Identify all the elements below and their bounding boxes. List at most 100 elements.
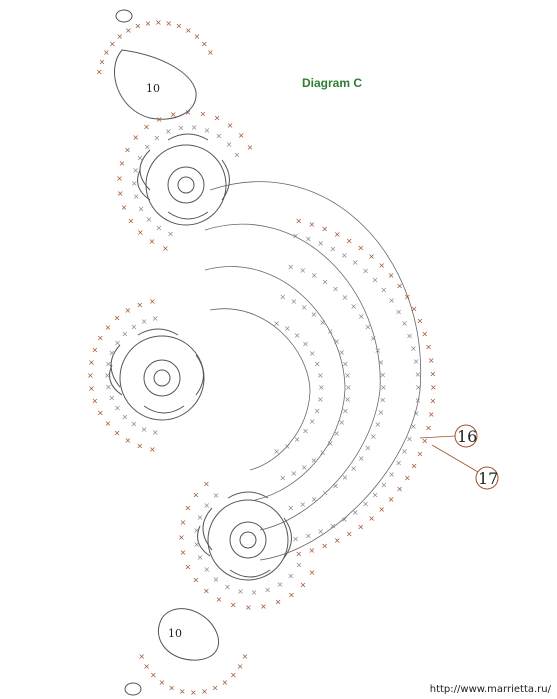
stitch-mark: × (138, 652, 145, 661)
row-17-marker (431, 444, 499, 490)
stitch-mark: × (109, 348, 116, 357)
stitch-mark: × (294, 435, 301, 444)
stitch-mark: × (191, 123, 198, 132)
stitch-mark: × (305, 531, 312, 540)
stitch-mark: × (176, 22, 183, 31)
stitch-mark: × (125, 436, 132, 445)
stitch-mark: × (105, 419, 112, 428)
stitch-mark: × (322, 277, 329, 286)
stitch-mark: × (338, 348, 345, 357)
stitch-mark: × (329, 244, 336, 253)
stitch-mark: × (227, 121, 234, 130)
stitch-mark: × (319, 318, 326, 327)
stitch-mark: × (294, 331, 301, 340)
stitch-mark: × (350, 302, 357, 311)
stitch-mark: × (341, 515, 348, 524)
stitch-mark: × (207, 48, 214, 57)
stitch-mark: × (357, 522, 364, 531)
stitch-mark: × (234, 151, 241, 160)
stitch-mark: × (128, 216, 135, 225)
stitch-mark: × (317, 371, 324, 380)
stitch-mark: × (370, 334, 377, 343)
stitch-mark: × (287, 504, 294, 513)
stitch-mark: × (143, 123, 150, 132)
stitch-mark: × (372, 276, 379, 285)
stitch-mark: × (413, 409, 420, 418)
stitch-mark: × (121, 203, 128, 212)
stitch-mark: × (237, 587, 244, 596)
stitch-mark: × (122, 329, 129, 338)
stitch-mark: × (197, 553, 204, 562)
stitch-mark: × (292, 231, 299, 240)
fan-rows (204, 181, 422, 561)
stitch-mark: × (242, 652, 249, 661)
stitch-mark: × (117, 189, 124, 198)
stitch-mark: × (185, 563, 192, 572)
stitch-mark: × (155, 224, 162, 233)
stitch-mark: × (170, 110, 177, 119)
stitch-mark: × (145, 19, 152, 28)
stitch-mark: × (131, 420, 138, 429)
stitch-mark: × (149, 445, 156, 454)
stitch-mark: × (273, 447, 280, 456)
stitch-mark: × (292, 535, 299, 544)
stitch-mark: × (318, 383, 325, 392)
stitch-mark: × (305, 235, 312, 244)
bottom-leaf (124, 608, 219, 696)
stitch-mark: × (150, 671, 157, 680)
stitch-mark: × (288, 590, 295, 599)
stitch-mark: × (404, 293, 411, 302)
stitch-mark: × (342, 473, 349, 482)
stitch-mark: × (370, 432, 377, 441)
stitch-mark: × (429, 397, 436, 406)
stitch-mark: × (197, 513, 204, 522)
stitch-mark: × (99, 57, 106, 66)
stitch-mark: × (406, 331, 413, 340)
stitch-mark: × (357, 244, 364, 253)
stitch-mark: × (185, 26, 192, 35)
stitch-mark: × (344, 395, 351, 404)
stitch-mark: × (327, 327, 334, 336)
stitch-mark: × (105, 323, 112, 332)
stitch-mark: × (275, 598, 282, 607)
stitch-mark: × (273, 319, 280, 328)
stitch-mark: × (224, 583, 231, 592)
stitch-mark: × (134, 22, 141, 31)
stitch-mark: × (296, 561, 303, 570)
stitch-mark: × (152, 314, 159, 323)
stitch-mark: × (309, 546, 316, 555)
stitch-mark: × (125, 306, 132, 315)
stitch-mark: × (199, 109, 206, 118)
stitch-mark: × (378, 261, 385, 270)
stitch-mark: × (338, 418, 345, 427)
stitch-mark: × (374, 346, 381, 355)
stitch-mark: × (368, 252, 375, 261)
stitch-mark: × (264, 586, 271, 595)
stitch-mark: × (319, 448, 326, 457)
flower-middle (109, 328, 205, 421)
stitch-mark: × (216, 132, 223, 141)
stitch-mark: × (309, 417, 316, 426)
flower-bottom (197, 491, 292, 581)
stitch-mark: × (321, 542, 328, 551)
stitch-mark: × (396, 281, 403, 290)
stitch-mark: × (230, 671, 237, 680)
stitch-mark: × (213, 491, 220, 500)
stitch-mark: × (377, 408, 384, 417)
stitch-mark: × (302, 339, 309, 348)
leaf-top-label: 10 (146, 82, 160, 95)
stitch-mark: × (429, 369, 436, 378)
stitch-mark: × (362, 500, 369, 509)
diagram-title: Diagram C (302, 76, 363, 90)
stitch-mark: × (125, 26, 132, 35)
stitch-mark: × (96, 68, 103, 77)
leaf-bottom-label: 10 (168, 627, 182, 640)
row-16-label: 16 (457, 427, 477, 446)
stitch-mark: × (190, 688, 197, 697)
stitch-mark: × (162, 244, 169, 253)
stitch-mark: × (132, 133, 139, 142)
stitch-mark: × (178, 124, 185, 133)
stitch-mark: × (378, 505, 385, 514)
stitch-mark: × (92, 397, 99, 406)
stitch-mark: × (401, 319, 408, 328)
